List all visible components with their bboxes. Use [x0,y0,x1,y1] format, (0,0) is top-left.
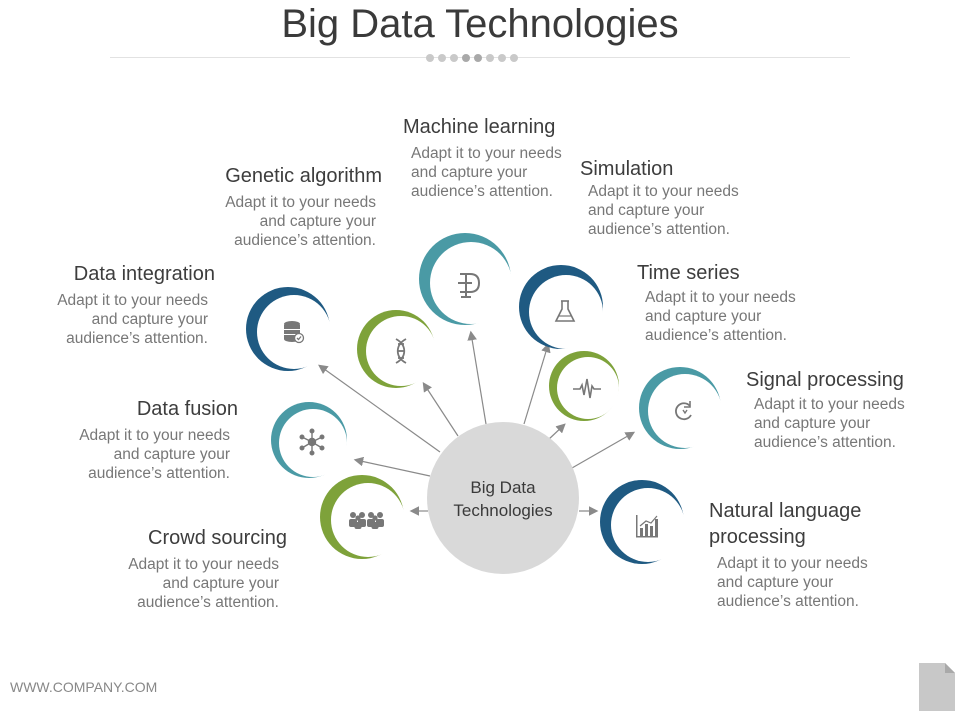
item-title-line2: processing [709,526,806,548]
connector-data-fusion [353,456,431,477]
refresh-icon [675,401,692,421]
node-data-integration [246,287,331,371]
buffer-icon [458,273,481,298]
item-title: Signal processing [746,369,904,391]
connector-machine-learning [467,330,487,425]
node-machine-learning [419,233,512,325]
document-icon [919,663,955,711]
label-natural-language-processing: Natural language processing Adapt it to … [709,498,909,611]
item-title: Data integration [73,263,215,285]
connector-signal-processing [571,431,636,469]
company-url: WWW.COMPANY.COM [10,679,158,695]
center-label-line1: Big Data [470,478,536,497]
item-title: Time series [637,262,740,284]
node-data-fusion [271,402,347,478]
label-genetic-algorithm: Genetic algorithm Adapt it to your needs… [182,163,382,250]
node-signal-processing [639,367,722,449]
node-crowd-sourcing [320,475,405,559]
bar-chart-icon [636,515,658,538]
connector-time-series [547,423,566,441]
flask-icon [554,300,576,322]
network-hub-icon [299,428,325,456]
connector-simulation [523,342,551,425]
node-natural-language-processing [600,480,685,564]
connector-data-integration [318,364,441,453]
item-title: Genetic algorithm [225,165,382,187]
connector-genetic-algorithm [422,381,459,437]
waveform-icon [573,378,601,399]
center-circle [427,422,579,574]
node-time-series [549,351,619,421]
node-genetic-algorithm [357,310,436,388]
center-label: Big Data Technologies [428,476,578,522]
page-title: Big Data Technologies [281,2,679,46]
label-signal-processing: Signal processing Adapt it to your needs… [746,367,946,452]
database-icon [284,321,305,344]
item-title: Data fusion [136,398,238,420]
people-group-icon [349,512,384,529]
center-label-line2: Technologies [453,501,553,520]
item-title: Crowd sourcing [148,527,287,549]
item-title: Simulation [580,158,674,180]
node-simulation [519,265,603,349]
item-title: Natural language [709,500,862,522]
item-title: Machine learning [403,116,556,138]
dna-icon [395,338,407,364]
title-dots [426,54,518,62]
